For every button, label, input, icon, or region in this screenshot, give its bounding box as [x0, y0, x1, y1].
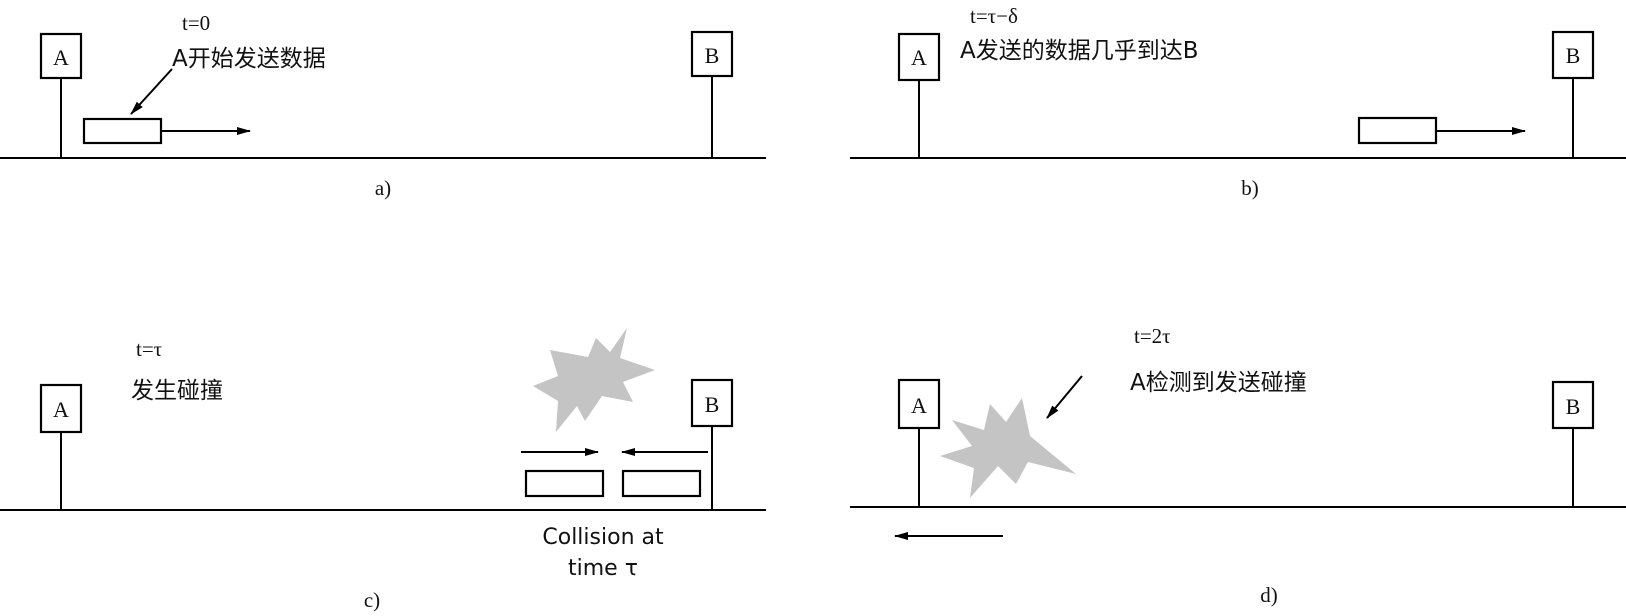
data-frame: [82, 117, 163, 145]
station-b-label: B: [705, 392, 720, 417]
station-a-box: [39, 383, 83, 434]
event-note: A检测到发送碰撞: [1130, 370, 1307, 396]
collision-burst: [533, 328, 655, 432]
collision-burst: [940, 398, 1076, 498]
time-label: t=2τ: [1134, 324, 1171, 348]
station-b-box: [1551, 380, 1595, 430]
data-frame: [1357, 116, 1438, 145]
station-b-box: [690, 30, 734, 78]
panel-d: A B t=2τ A检测到发送碰撞 d): [850, 324, 1626, 607]
station-a-label: A: [53, 45, 69, 70]
collision-label-line1: Collision at: [542, 525, 664, 550]
station-b-label: B: [1566, 43, 1581, 68]
panel-b: A B t=τ−δ A发送的数据几乎到达B b): [850, 4, 1626, 200]
pointer-arrow: [1046, 375, 1083, 419]
time-label: t=τ: [136, 337, 162, 361]
station-a-label: A: [911, 45, 927, 70]
data-frame-a: [524, 469, 605, 498]
station-a-box: [897, 32, 941, 82]
panel-caption: d): [1260, 583, 1278, 607]
panel-c: A B t=τ 发生碰撞 Collision at time τ c): [0, 328, 766, 612]
pointer-arrow: [130, 68, 173, 115]
station-a-box: [897, 378, 941, 430]
station-b-label: B: [1566, 394, 1581, 419]
time-label: t=τ−δ: [970, 4, 1018, 28]
panel-caption: a): [375, 176, 391, 200]
event-note: 发生碰撞: [131, 378, 223, 404]
event-note: A开始发送数据: [172, 46, 326, 72]
station-a-box: [39, 32, 83, 80]
panel-a: A B t=0 A开始发送数据 a): [0, 11, 766, 200]
data-frame-b: [621, 469, 702, 498]
station-a-label: A: [53, 397, 69, 422]
station-a-label: A: [911, 393, 927, 418]
station-b-box: [690, 378, 734, 428]
panel-caption: b): [1241, 176, 1259, 200]
station-b-label: B: [705, 43, 720, 68]
event-note: A发送的数据几乎到达B: [960, 38, 1199, 64]
collision-label-line2: time τ: [568, 556, 638, 581]
station-b-box: [1551, 30, 1595, 80]
time-label: t=0: [182, 11, 210, 35]
panel-caption: c): [364, 588, 380, 612]
